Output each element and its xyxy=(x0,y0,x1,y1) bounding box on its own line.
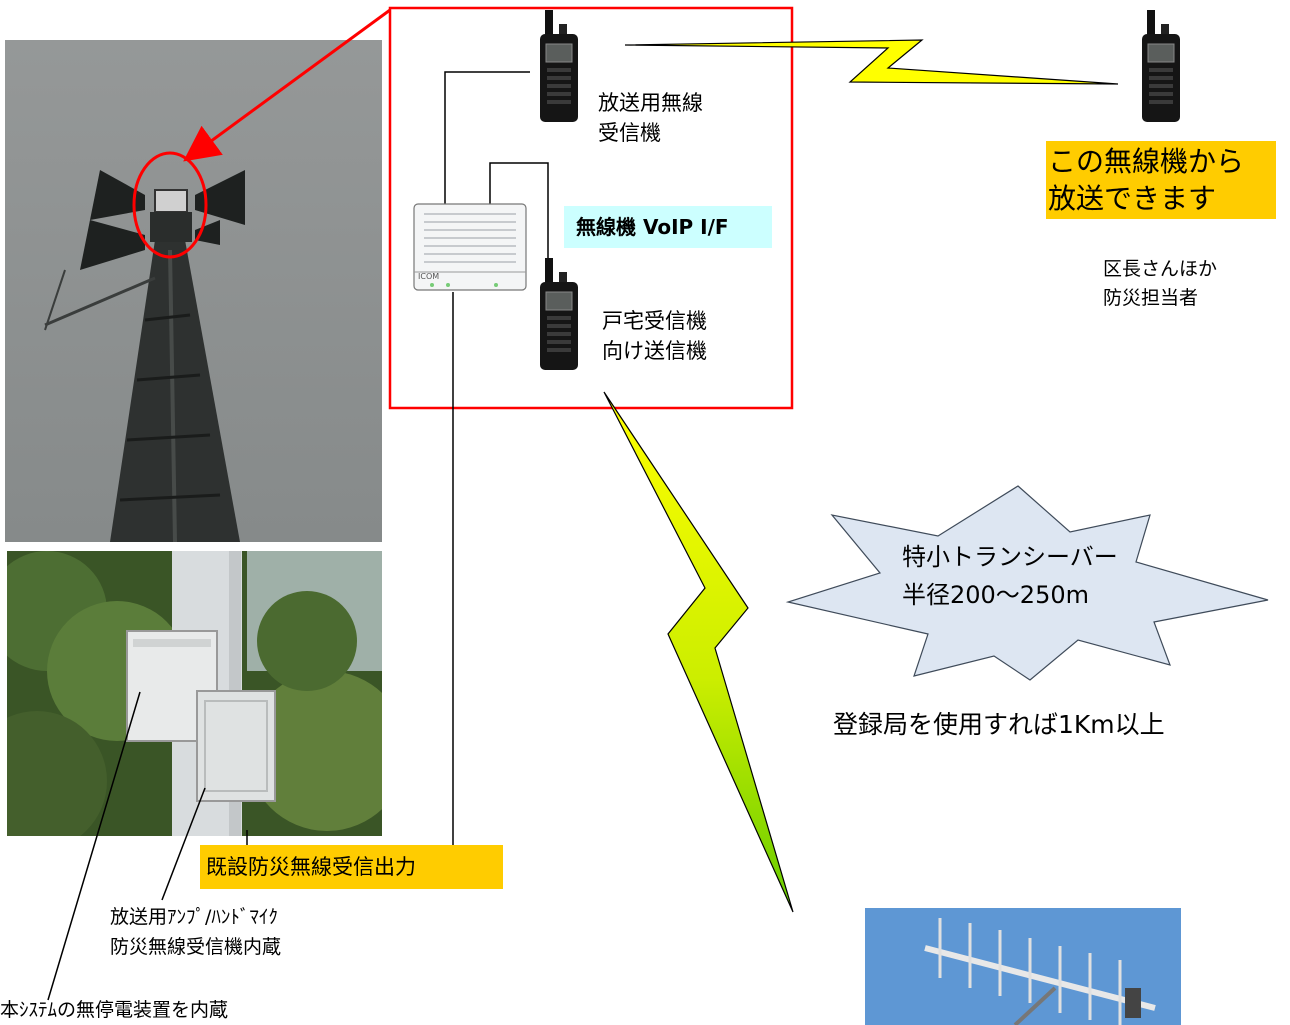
can-broadcast-line1: この無線機から xyxy=(1048,145,1245,178)
radio-icon xyxy=(1142,10,1180,122)
amp-mic-line1: 放送用ｱﾝﾌﾟ/ﾊﾝﾄﾞﾏｲｸ xyxy=(110,906,278,928)
voip-if-text: 無線機 VoIP I/F xyxy=(576,215,729,239)
voip-interface-device xyxy=(413,203,527,291)
voip-if-label xyxy=(564,206,772,248)
range-burst xyxy=(785,485,1269,681)
range-line2: 半径200〜250m xyxy=(902,581,1089,609)
yagi-antenna-drawing xyxy=(865,908,1181,1025)
equipment-box-photo xyxy=(7,551,382,836)
radio-icon xyxy=(540,10,578,122)
range-line1: 特小トランシーバー xyxy=(902,543,1118,571)
broadcast-receiver-line2: 受信機 xyxy=(598,121,661,145)
users-line2: 防災担当者 xyxy=(1103,287,1199,309)
ups-label: 本ｼｽﾃﾑの無停電装置を内蔵 xyxy=(0,999,229,1021)
registered-station-label: 登録局を使用すれば1Km以上 xyxy=(833,710,1165,739)
yagi-antenna-photo xyxy=(865,908,1181,1025)
loudspeaker-pole-drawing xyxy=(5,40,382,542)
range-label: 特小トランシーバー 半径200〜250m xyxy=(902,538,1118,614)
amp-mic-line2: 防災無線受信機内蔵 xyxy=(110,936,282,958)
radio-icon xyxy=(540,258,578,370)
highlight-box xyxy=(388,6,794,410)
lightning-bolt-vertical xyxy=(603,391,794,913)
users-line1: 区長さんほか xyxy=(1103,258,1218,280)
can-broadcast-box xyxy=(1046,141,1276,219)
home-receiver-line2: 向け送信機 xyxy=(602,339,707,363)
highlight-circle xyxy=(132,151,208,259)
can-broadcast-line2: 放送できます xyxy=(1048,182,1217,215)
existing-output-label: 既設防災無線受信出力 xyxy=(206,855,416,879)
device-brand: ICOM xyxy=(418,272,440,281)
can-broadcast-label: この無線機から 放送できます xyxy=(1048,143,1244,217)
amp-mic-label: 放送用ｱﾝﾌﾟ/ﾊﾝﾄﾞﾏｲｸ 防災無線受信機内蔵 xyxy=(110,902,281,962)
equipment-box-drawing xyxy=(7,551,382,836)
broadcast-receiver-label: 放送用無線 受信機 xyxy=(598,88,703,148)
existing-output-box xyxy=(200,845,503,889)
broadcast-receiver-line1: 放送用無線 xyxy=(598,91,703,115)
users-label: 区長さんほか 防災担当者 xyxy=(1103,255,1217,313)
lightning-bolt-horizontal xyxy=(624,39,1119,85)
highlight-arrow xyxy=(183,8,391,162)
loudspeaker-pole-photo xyxy=(5,40,382,542)
wiring xyxy=(444,71,549,868)
home-receiver-transmitter-label: 戸宅受信機 向け送信機 xyxy=(602,306,707,366)
home-receiver-line1: 戸宅受信機 xyxy=(602,309,707,333)
